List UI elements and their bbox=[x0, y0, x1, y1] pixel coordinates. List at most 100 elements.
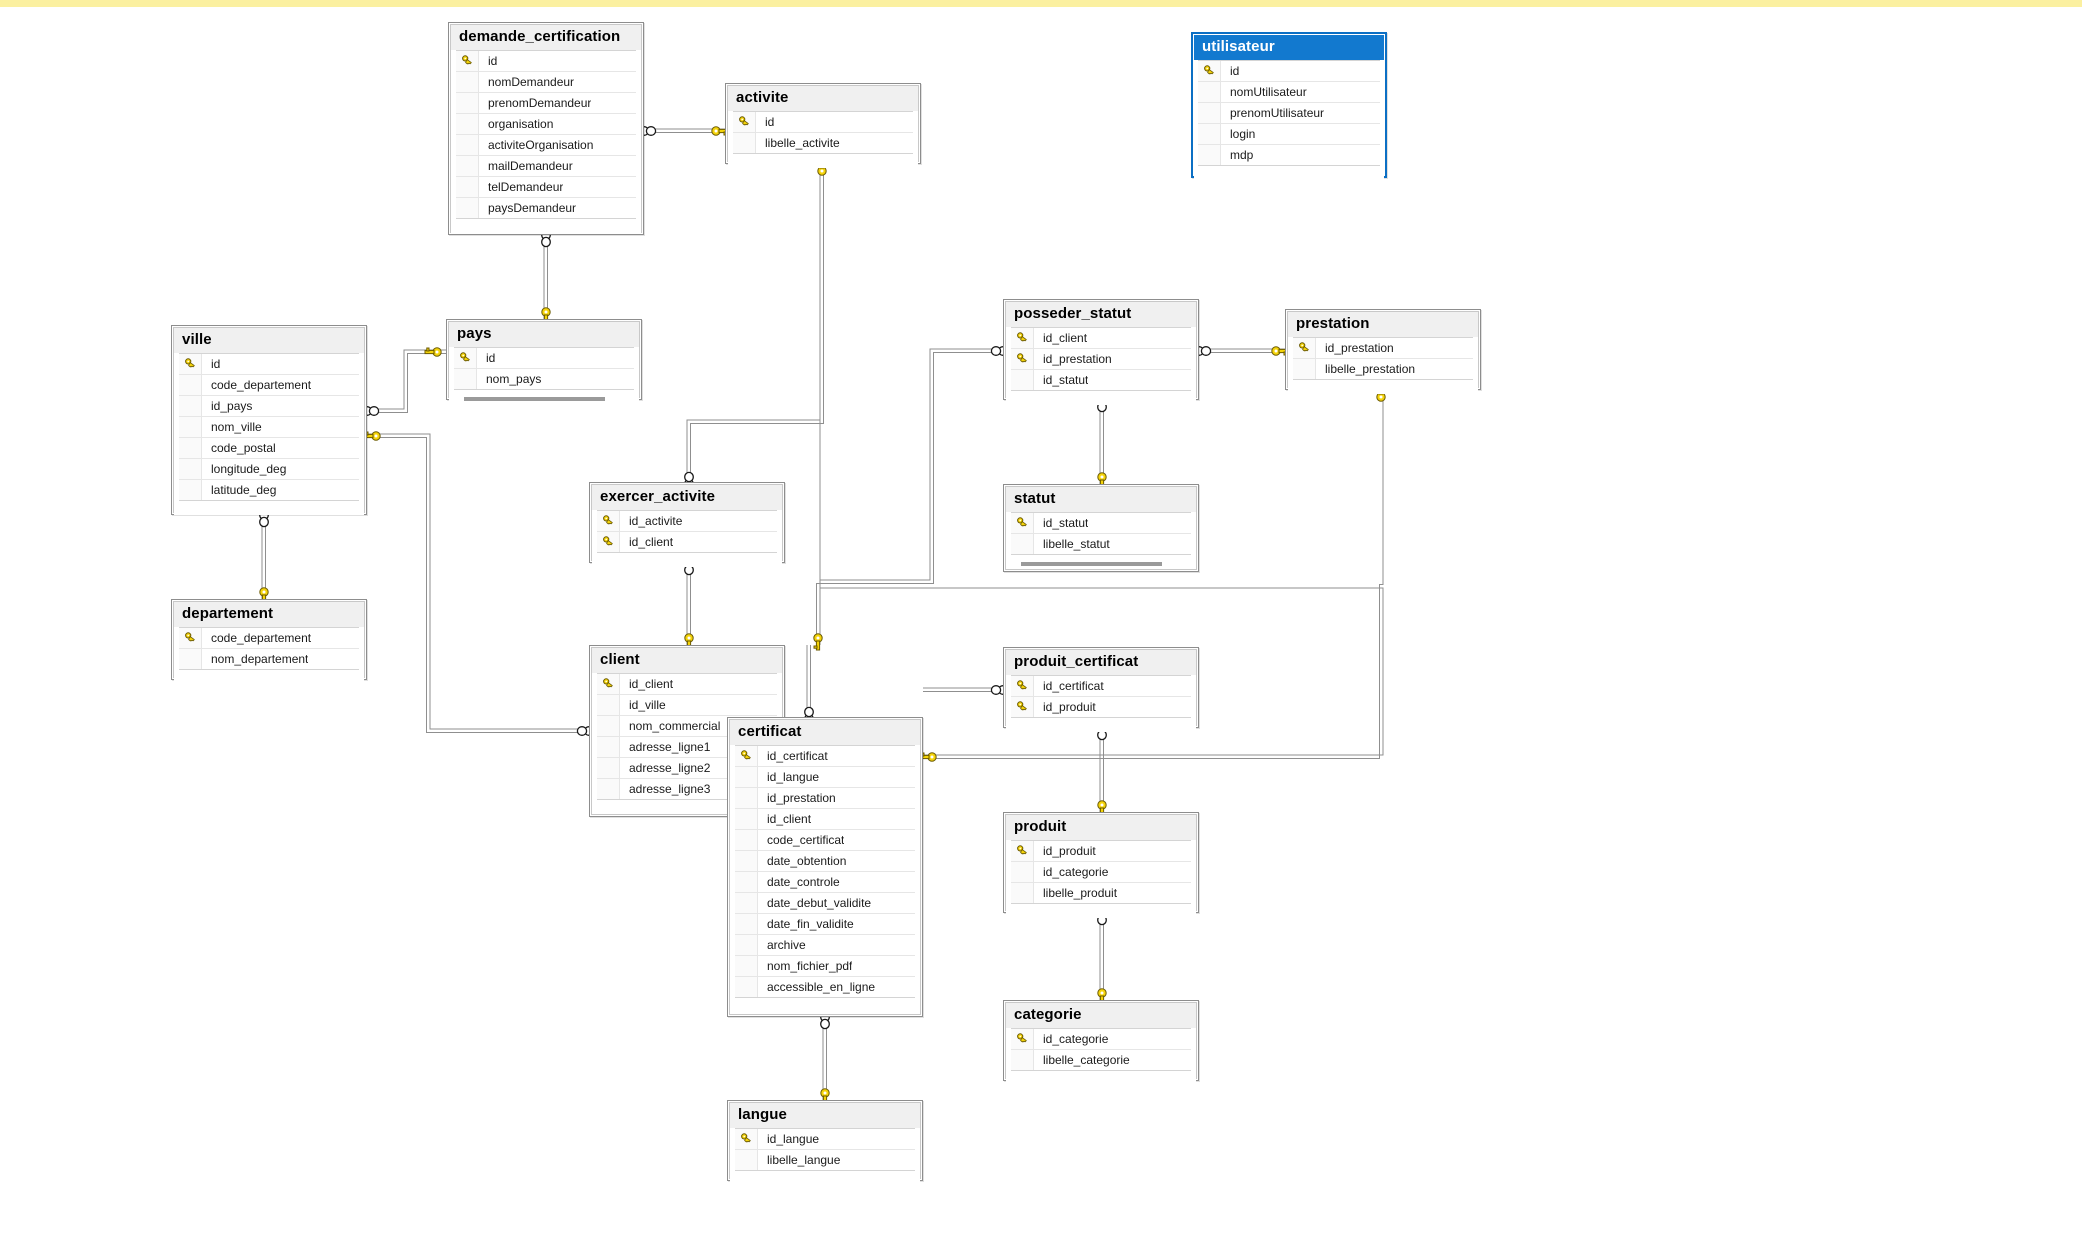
table-title[interactable]: exercer_activite bbox=[592, 485, 782, 510]
column-row[interactable]: id_ville bbox=[597, 694, 777, 716]
column-row[interactable]: nom_pays bbox=[454, 368, 634, 389]
column-row[interactable]: libelle_produit bbox=[1011, 882, 1191, 903]
column-row[interactable]: activiteOrganisation bbox=[456, 134, 636, 156]
table-title[interactable]: produit_certificat bbox=[1006, 650, 1196, 675]
column-row[interactable]: archive bbox=[735, 934, 915, 956]
column-row[interactable]: id bbox=[179, 353, 359, 375]
table-title[interactable]: demande_certification bbox=[451, 25, 641, 50]
column-row[interactable]: id_langue bbox=[735, 766, 915, 788]
column-row[interactable]: nom_ville bbox=[179, 416, 359, 438]
column-row[interactable]: code_certificat bbox=[735, 829, 915, 851]
column-row[interactable]: prenomUtilisateur bbox=[1198, 102, 1380, 124]
column-row[interactable]: accessible_en_ligne bbox=[735, 976, 915, 997]
column-gutter bbox=[1198, 144, 1221, 165]
column-row[interactable]: libelle_prestation bbox=[1293, 358, 1473, 379]
column-row[interactable]: date_fin_validite bbox=[735, 913, 915, 935]
column-row[interactable]: id_client bbox=[597, 673, 777, 695]
primary-key-icon bbox=[179, 353, 202, 374]
table-title[interactable]: prestation bbox=[1288, 312, 1478, 337]
column-row[interactable]: code_departement bbox=[179, 627, 359, 649]
column-row[interactable]: id_certificat bbox=[735, 745, 915, 767]
horizontal-scrollbar[interactable] bbox=[464, 396, 605, 401]
column-row[interactable]: login bbox=[1198, 123, 1380, 145]
column-row[interactable]: id_statut bbox=[1011, 512, 1191, 534]
table-title[interactable]: statut bbox=[1006, 487, 1196, 512]
column-row[interactable]: id_client bbox=[597, 531, 777, 552]
column-row[interactable]: nom_fichier_pdf bbox=[735, 955, 915, 977]
column-row[interactable]: id_produit bbox=[1011, 840, 1191, 862]
table-title[interactable]: certificat bbox=[730, 720, 920, 745]
column-row[interactable]: id_client bbox=[735, 808, 915, 830]
table-title[interactable]: produit bbox=[1006, 815, 1196, 840]
column-row[interactable]: id_certificat bbox=[1011, 675, 1191, 697]
table-title[interactable]: client bbox=[592, 648, 782, 673]
column-row[interactable]: code_postal bbox=[179, 437, 359, 459]
column-row[interactable]: telDemandeur bbox=[456, 176, 636, 198]
column-row[interactable]: date_obtention bbox=[735, 850, 915, 872]
column-row[interactable]: libelle_activite bbox=[733, 132, 913, 153]
column-row[interactable]: id bbox=[456, 50, 636, 72]
column-row[interactable]: id_categorie bbox=[1011, 861, 1191, 883]
column-row[interactable]: prenomDemandeur bbox=[456, 92, 636, 114]
column-row[interactable]: id_prestation bbox=[735, 787, 915, 809]
column-row[interactable]: longitude_deg bbox=[179, 458, 359, 480]
column-row[interactable]: date_controle bbox=[735, 871, 915, 893]
column-row[interactable]: id_client bbox=[1011, 327, 1191, 349]
column-row[interactable]: id_activite bbox=[597, 510, 777, 532]
column-row[interactable]: id bbox=[454, 347, 634, 369]
column-row[interactable]: id bbox=[1198, 60, 1380, 82]
column-row[interactable]: nomUtilisateur bbox=[1198, 81, 1380, 103]
table-title[interactable]: posseder_statut bbox=[1006, 302, 1196, 327]
column-row[interactable]: id bbox=[733, 111, 913, 133]
column-name: adresse_ligne3 bbox=[629, 781, 711, 796]
column-row[interactable]: date_debut_validite bbox=[735, 892, 915, 914]
table-title[interactable]: pays bbox=[449, 322, 639, 347]
column-row[interactable]: mailDemandeur bbox=[456, 155, 636, 177]
column-row[interactable]: id_prestation bbox=[1293, 337, 1473, 359]
table-title[interactable]: departement bbox=[174, 602, 364, 627]
table-title[interactable]: categorie bbox=[1006, 1003, 1196, 1028]
column-row[interactable]: id_pays bbox=[179, 395, 359, 417]
column-row[interactable]: libelle_categorie bbox=[1011, 1049, 1191, 1070]
column-row[interactable]: latitude_deg bbox=[179, 479, 359, 500]
column-row[interactable]: libelle_langue bbox=[735, 1149, 915, 1170]
table-footer bbox=[730, 1170, 920, 1185]
table-title[interactable]: langue bbox=[730, 1103, 920, 1128]
column-row[interactable]: paysDemandeur bbox=[456, 197, 636, 218]
column-row[interactable]: mdp bbox=[1198, 144, 1380, 165]
horizontal-scrollbar[interactable] bbox=[1021, 561, 1162, 566]
column-row[interactable]: id_categorie bbox=[1011, 1028, 1191, 1050]
column-row[interactable]: libelle_statut bbox=[1011, 533, 1191, 554]
column-name: mailDemandeur bbox=[488, 158, 573, 173]
column-row[interactable]: nom_departement bbox=[179, 648, 359, 669]
table-title[interactable]: utilisateur bbox=[1194, 35, 1384, 60]
column-row[interactable]: organisation bbox=[456, 113, 636, 135]
column-row[interactable]: id_prestation bbox=[1011, 348, 1191, 370]
column-row[interactable]: id_statut bbox=[1011, 369, 1191, 390]
column-row[interactable]: id_produit bbox=[1011, 696, 1191, 717]
column-row[interactable]: id_langue bbox=[735, 1128, 915, 1150]
column-row[interactable]: code_departement bbox=[179, 374, 359, 396]
table-title[interactable]: ville bbox=[174, 328, 364, 353]
table-title[interactable]: activite bbox=[728, 86, 918, 111]
column-row[interactable]: nomDemandeur bbox=[456, 71, 636, 93]
